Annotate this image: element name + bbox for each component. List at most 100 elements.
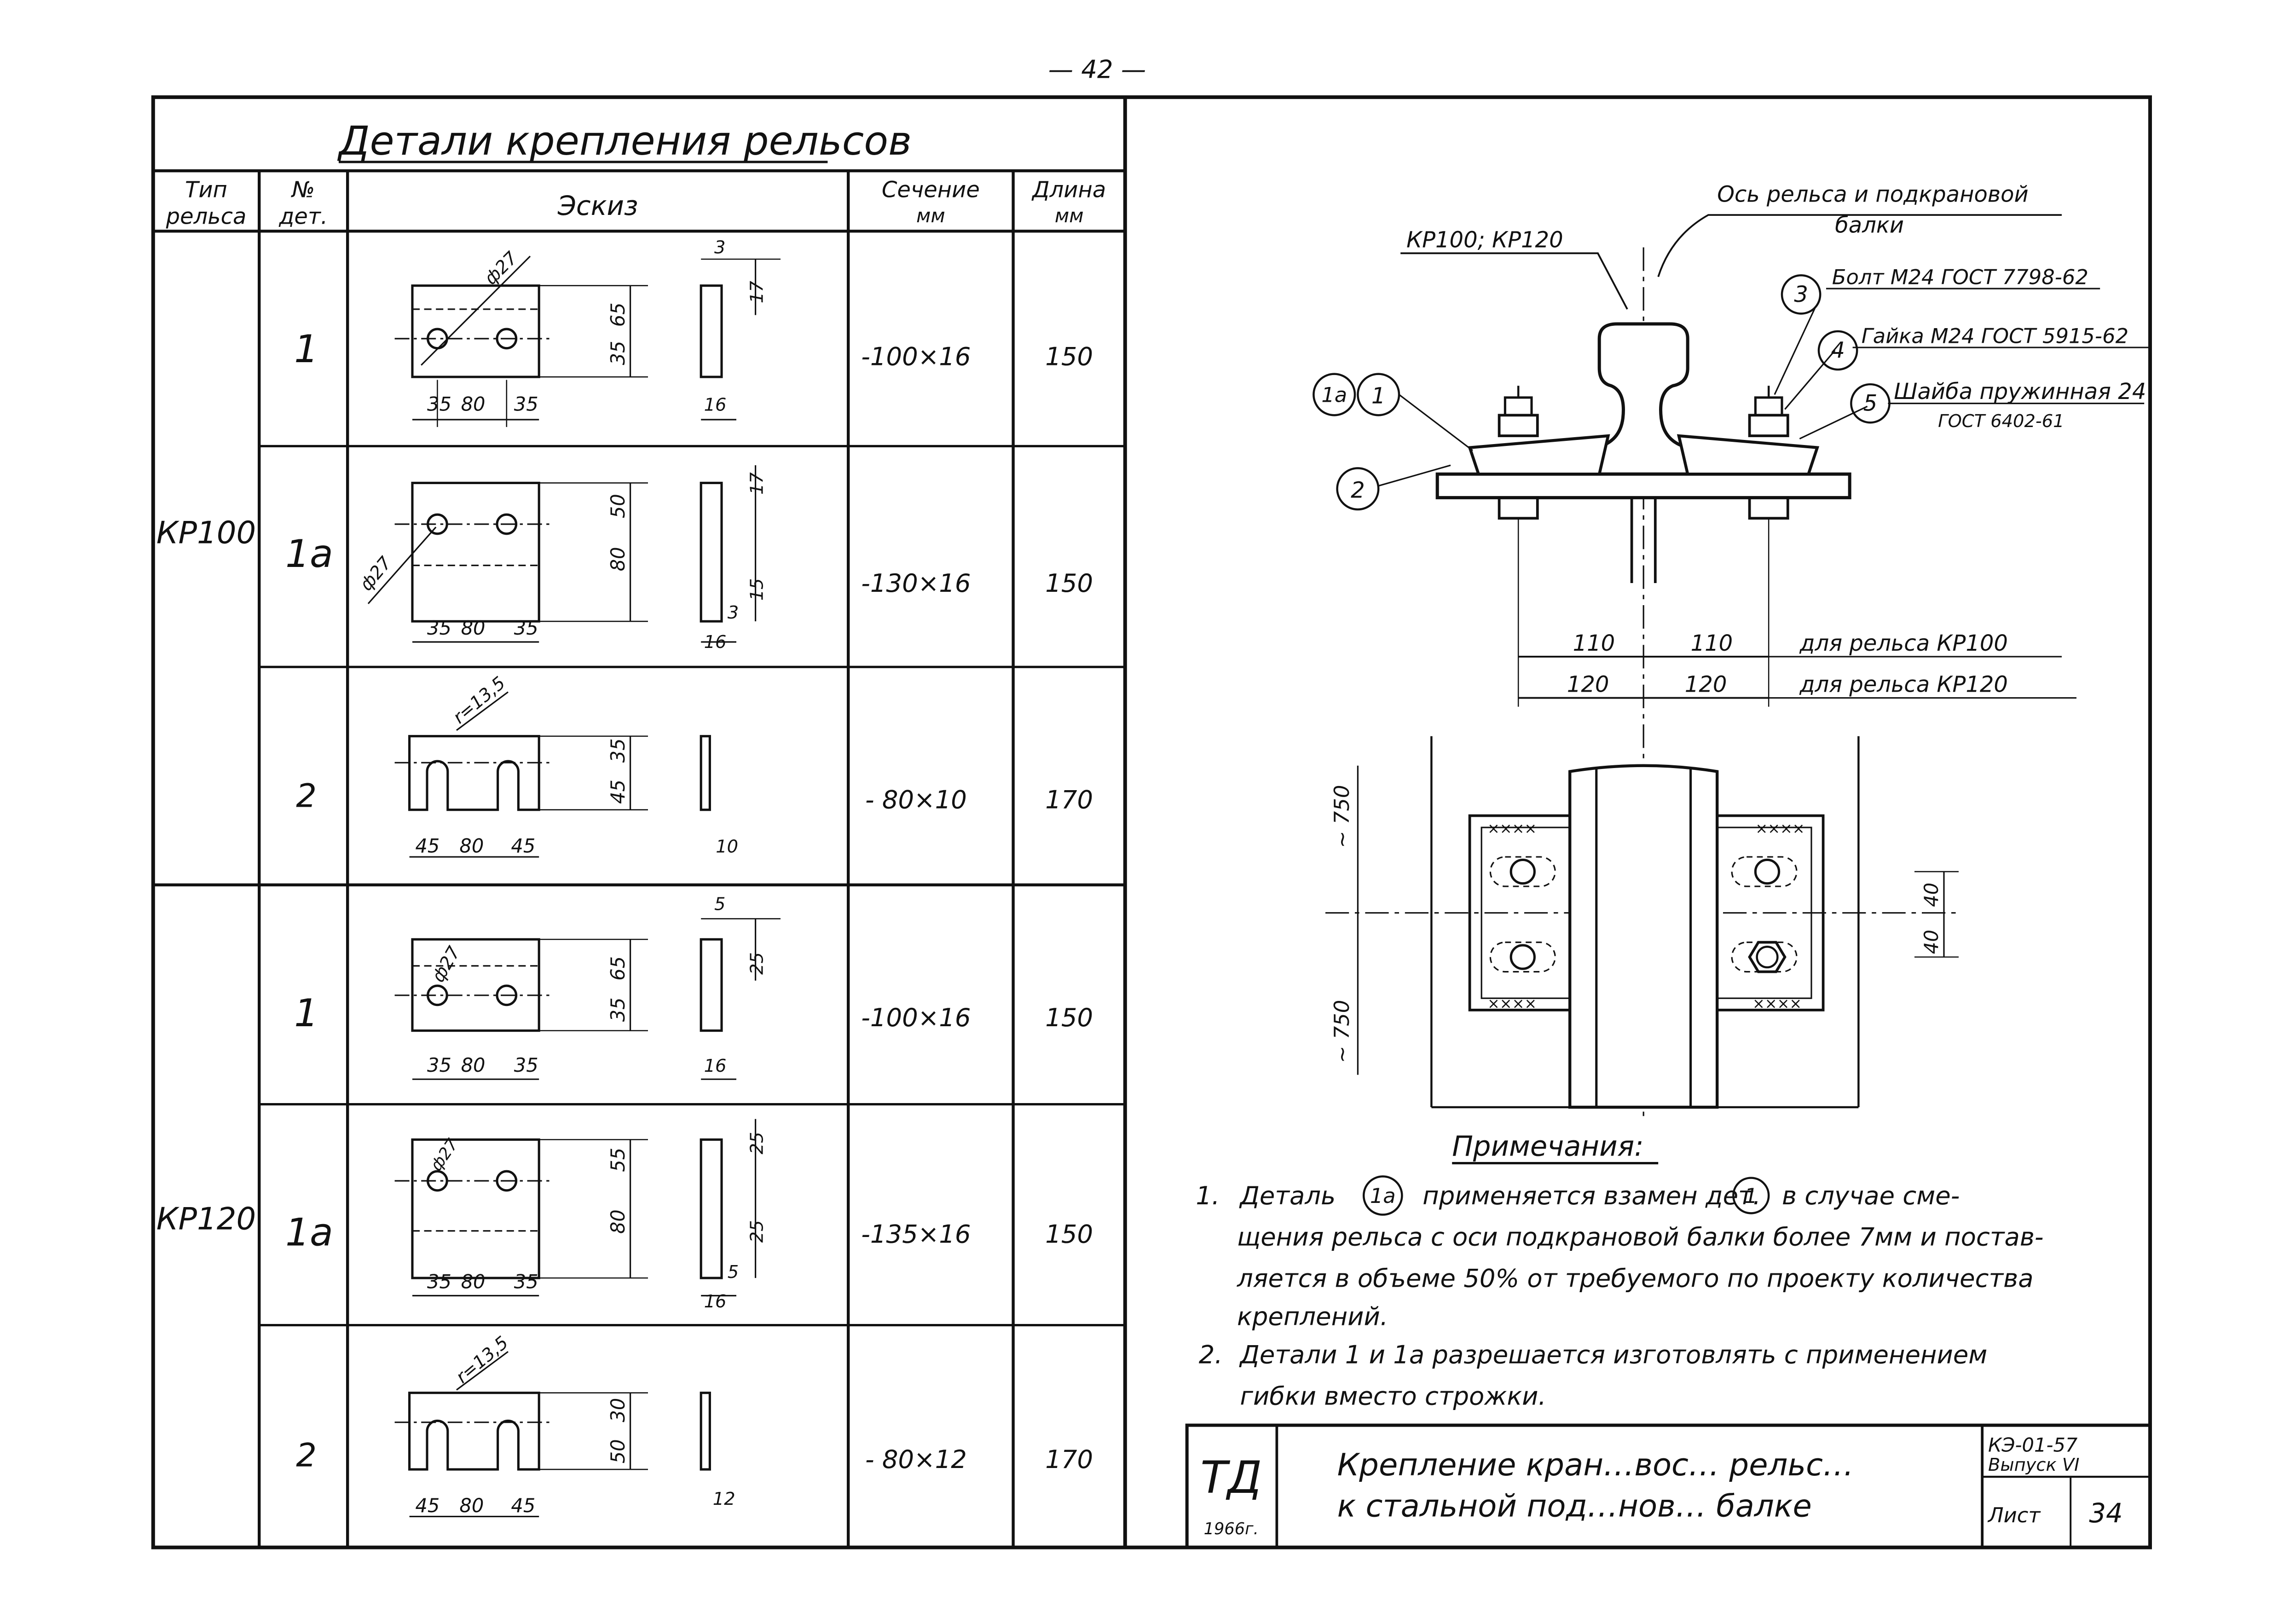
table-row: 1а -130×16 150 35 80 35 ф27 50 80 17 15 … — [285, 465, 1093, 653]
note-detail-ref: 1а — [1370, 1184, 1396, 1208]
dim-thickness: 3 — [714, 237, 725, 258]
dim-kr100-right: 110 — [1691, 630, 1733, 656]
weld-marks: ×××× — [1755, 820, 1804, 837]
axis-label-line1: Ось рельса и подкрановой — [1717, 181, 2028, 207]
plate-sketch — [394, 918, 781, 1080]
dim-side: 12 — [713, 1489, 735, 1509]
dim-thickness: 5 — [714, 894, 725, 914]
dim-kr100-left: 110 — [1573, 630, 1615, 656]
dim-w2: 80 — [459, 834, 484, 857]
plate-sketch — [367, 465, 757, 643]
dim-side: 16 — [704, 1291, 727, 1312]
dim-end: 25 — [747, 1132, 768, 1155]
rail-type-kr120: КР120 — [156, 1201, 256, 1237]
note-text: применяется взамен дет. — [1423, 1181, 1761, 1210]
callout-number: 2 — [1351, 477, 1365, 503]
dim-height-upper: 30 — [607, 1398, 629, 1422]
title-block — [1185, 1423, 2152, 1549]
note-item: 1. Деталь 1а применяется взамен дет. 1 в… — [1196, 1175, 2044, 1331]
rail-type-label: КР100; КР120 — [1406, 227, 1563, 253]
dim-height-lower: 35 — [607, 998, 629, 1022]
dim-w2: 80 — [461, 393, 486, 416]
year: 1966г. — [1204, 1520, 1259, 1538]
header-sketch: Эскиз — [557, 191, 638, 221]
dim-plan-gap-b: 40 — [1920, 930, 1943, 954]
detail-number: 2 — [296, 777, 317, 815]
axis-label-line2: балки — [1835, 213, 1904, 238]
drawing-frame — [151, 95, 2152, 1549]
sheet-label: Лист — [1987, 1503, 2041, 1527]
note-number: 1. — [1196, 1181, 1220, 1210]
table-row: 1 -100×16 150 35 80 35 ф27 65 35 3 17 16 — [294, 237, 1093, 427]
dim-w2: 80 — [461, 1271, 486, 1293]
dim-w2: 80 — [461, 1054, 486, 1076]
section-value: -135×16 — [861, 1219, 971, 1248]
dim-side: 16 — [704, 395, 727, 416]
callout-text-washer: Шайба пружинная 24 — [1894, 379, 2146, 405]
callout-number: 4 — [1831, 337, 1845, 363]
dim-end: 25 — [747, 952, 768, 975]
slotted-plate-sketch — [394, 1351, 711, 1518]
note-text: Детали 1 и 1а разрешается изготовлять с … — [1239, 1341, 1987, 1370]
dim-plan-upper: ~ 750 — [1330, 785, 1354, 848]
length-value: 150 — [1045, 569, 1093, 598]
note-item: 2. Детали 1 и 1а разрешается изготовлять… — [1199, 1341, 1988, 1411]
section-value: - 80×12 — [865, 1445, 967, 1474]
dim-w3: 35 — [514, 393, 538, 416]
dim-height-lower: 45 — [607, 780, 629, 804]
plate-sketch — [394, 255, 781, 427]
section-value: -100×16 — [861, 342, 971, 371]
section-value: -100×16 — [861, 1003, 971, 1032]
dim-w1: 45 — [415, 1494, 439, 1517]
dim-w1: 45 — [415, 834, 439, 857]
dim-w2: 80 — [459, 1494, 484, 1517]
dim-w1: 35 — [427, 617, 451, 639]
dim-kr120-left: 120 — [1567, 672, 1609, 698]
dim-height-upper: 35 — [607, 738, 629, 763]
dim-w3: 35 — [514, 1271, 538, 1293]
note-text: креплений. — [1237, 1302, 1388, 1331]
section-value: - 80×10 — [865, 786, 967, 815]
header-length-line2: мм — [1055, 204, 1084, 227]
dim-side: 16 — [704, 1056, 727, 1076]
dim-plan-lower: ~ 750 — [1330, 1000, 1354, 1063]
dim-height-lower: 80 — [607, 1209, 629, 1234]
dim-end-lower: 25 — [747, 1220, 768, 1243]
notes-title: Примечания: — [1452, 1131, 1644, 1163]
callout-number: 3 — [1794, 282, 1808, 307]
dim-side: 10 — [716, 836, 738, 857]
length-value: 170 — [1045, 786, 1093, 815]
weld-marks: ×××× — [1487, 995, 1537, 1012]
length-value: 150 — [1045, 1003, 1093, 1032]
detail-number: 1 — [294, 991, 318, 1035]
note-text: гибки вместо строжки. — [1240, 1381, 1546, 1410]
note-text: в случае сме- — [1782, 1181, 1960, 1210]
callout-number: 1 — [1371, 383, 1386, 409]
header-num-line1: № — [290, 177, 315, 203]
detail-number: 1 — [294, 327, 318, 371]
weld-marks: ×××× — [1487, 820, 1537, 837]
sheet-number: 34 — [2089, 1498, 2122, 1529]
table-title: Детали крепления рельсов — [337, 118, 912, 164]
dim-end: 17 — [747, 472, 768, 495]
callout-text-bolt: Болт М24 ГОСТ 7798-62 — [1832, 265, 2088, 289]
dim-height-upper: 65 — [607, 956, 629, 981]
length-value: 170 — [1045, 1445, 1093, 1474]
header-type-line2: рельса — [166, 203, 247, 229]
dim-kr100-label: для рельса КР100 — [1799, 630, 2008, 656]
note-text: ляется в объеме 50% от требуемого по про… — [1237, 1264, 2034, 1293]
rail-type-kr100: КР100 — [156, 515, 256, 551]
callout-text-nut: Гайка М24 ГОСТ 5915-62 — [1862, 324, 2128, 348]
note-number: 2. — [1199, 1341, 1223, 1370]
length-value: 150 — [1045, 342, 1093, 371]
dim-height-upper: 55 — [607, 1148, 629, 1172]
dim-w3: 35 — [514, 1054, 538, 1076]
detail-number: 2 — [296, 1437, 317, 1474]
dim-height-lower: 35 — [607, 341, 629, 365]
header-type-line1: Тип — [185, 177, 227, 203]
drawing-title-line1: Крепление кран…вос… рельс… — [1337, 1447, 1854, 1483]
dim-w3: 45 — [511, 834, 535, 857]
dim-thickness: 5 — [728, 1262, 739, 1283]
note-text: щения рельса с оси подкрановой балки бол… — [1237, 1223, 2044, 1252]
note-text: Деталь — [1239, 1181, 1336, 1210]
